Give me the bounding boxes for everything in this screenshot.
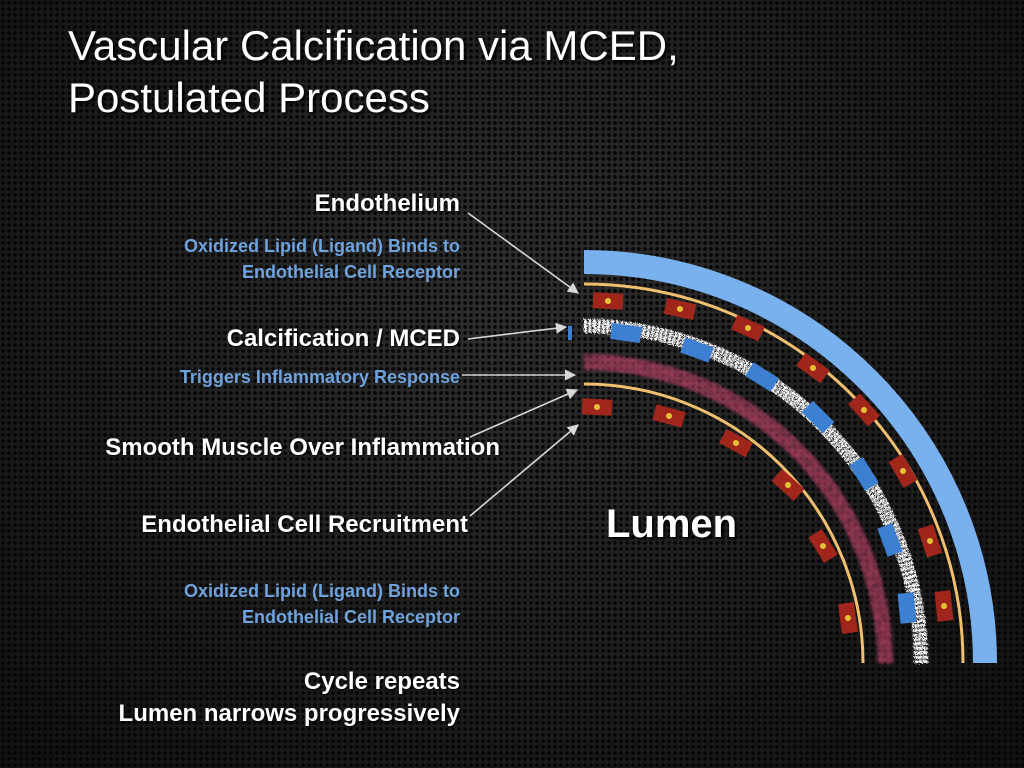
outer-cell-layer [592, 292, 954, 622]
inflammation-band [583, 354, 893, 664]
blue-cell [849, 457, 879, 491]
red-cell [719, 428, 753, 458]
endothelium-label: Endothelium [314, 190, 460, 217]
cycle-repeats-text: Cycle repeats [303, 668, 460, 695]
recruitment-label: Endothelial Cell Recruitment [141, 511, 468, 538]
cycle-note: Cycle repeats Lumen narrows progressivel… [119, 666, 460, 730]
outer-endothelial-line [583, 282, 965, 664]
red-cell [652, 404, 686, 428]
red-cell [934, 590, 954, 622]
calcification-label: Calcification / MCED [226, 325, 460, 352]
page-title: Vascular Calcification via MCED, Postula… [68, 20, 679, 124]
endothelium-arrow [467, 212, 579, 294]
recruitment-arrow [469, 424, 579, 517]
red-cell [771, 469, 805, 501]
blue-cell [745, 362, 779, 392]
oxidized-lipid-top-line-2: Endothelial Cell Receptor [241, 262, 460, 282]
outer-wall-arc [583, 250, 997, 664]
blue-cell [610, 322, 642, 344]
blue-cell [568, 326, 572, 340]
calcification-band [583, 319, 928, 664]
blue-cell-layer [568, 322, 917, 624]
smooth-muscle-arrow [469, 388, 579, 438]
blue-cell [897, 592, 917, 624]
red-cell [663, 298, 697, 320]
red-cell [848, 393, 880, 427]
lumen-narrows-text: Lumen narrows progressively [118, 700, 460, 727]
blue-cell [801, 400, 835, 434]
blue-cell [680, 337, 714, 363]
inner-cell-layer [581, 398, 859, 634]
oxidized-lipid-bottom-line-2: Endothelial Cell Receptor [241, 607, 460, 627]
red-cell [592, 292, 624, 310]
red-cell [837, 602, 859, 634]
oxidized-lipid-bottom-line-1: Oxidized Lipid (Ligand) Binds to [184, 581, 460, 601]
title-line-2: Postulated Process [68, 74, 430, 121]
red-cell [888, 454, 918, 488]
oxidized-lipid-bottom-note: Oxidized Lipid (Ligand) Binds to Endothe… [184, 578, 460, 630]
red-cell [796, 352, 830, 384]
calcification-arrow [467, 322, 568, 340]
triggers-label: Triggers Inflammatory Response [179, 367, 460, 387]
inner-endothelial-line [583, 382, 865, 664]
red-cell [581, 398, 613, 416]
red-cell [808, 529, 838, 563]
oxidized-lipid-top-note: Oxidized Lipid (Ligand) Binds to Endothe… [184, 233, 460, 285]
smooth-muscle-label: Smooth Muscle Over Inflammation [105, 434, 500, 461]
title-line-1: Vascular Calcification via MCED, [68, 22, 679, 69]
red-cell [731, 314, 765, 342]
red-cell [917, 524, 943, 558]
lumen-label: Lumen [606, 502, 738, 546]
oxidized-lipid-top-line-1: Oxidized Lipid (Ligand) Binds to [184, 236, 460, 256]
blue-cell [877, 523, 903, 557]
